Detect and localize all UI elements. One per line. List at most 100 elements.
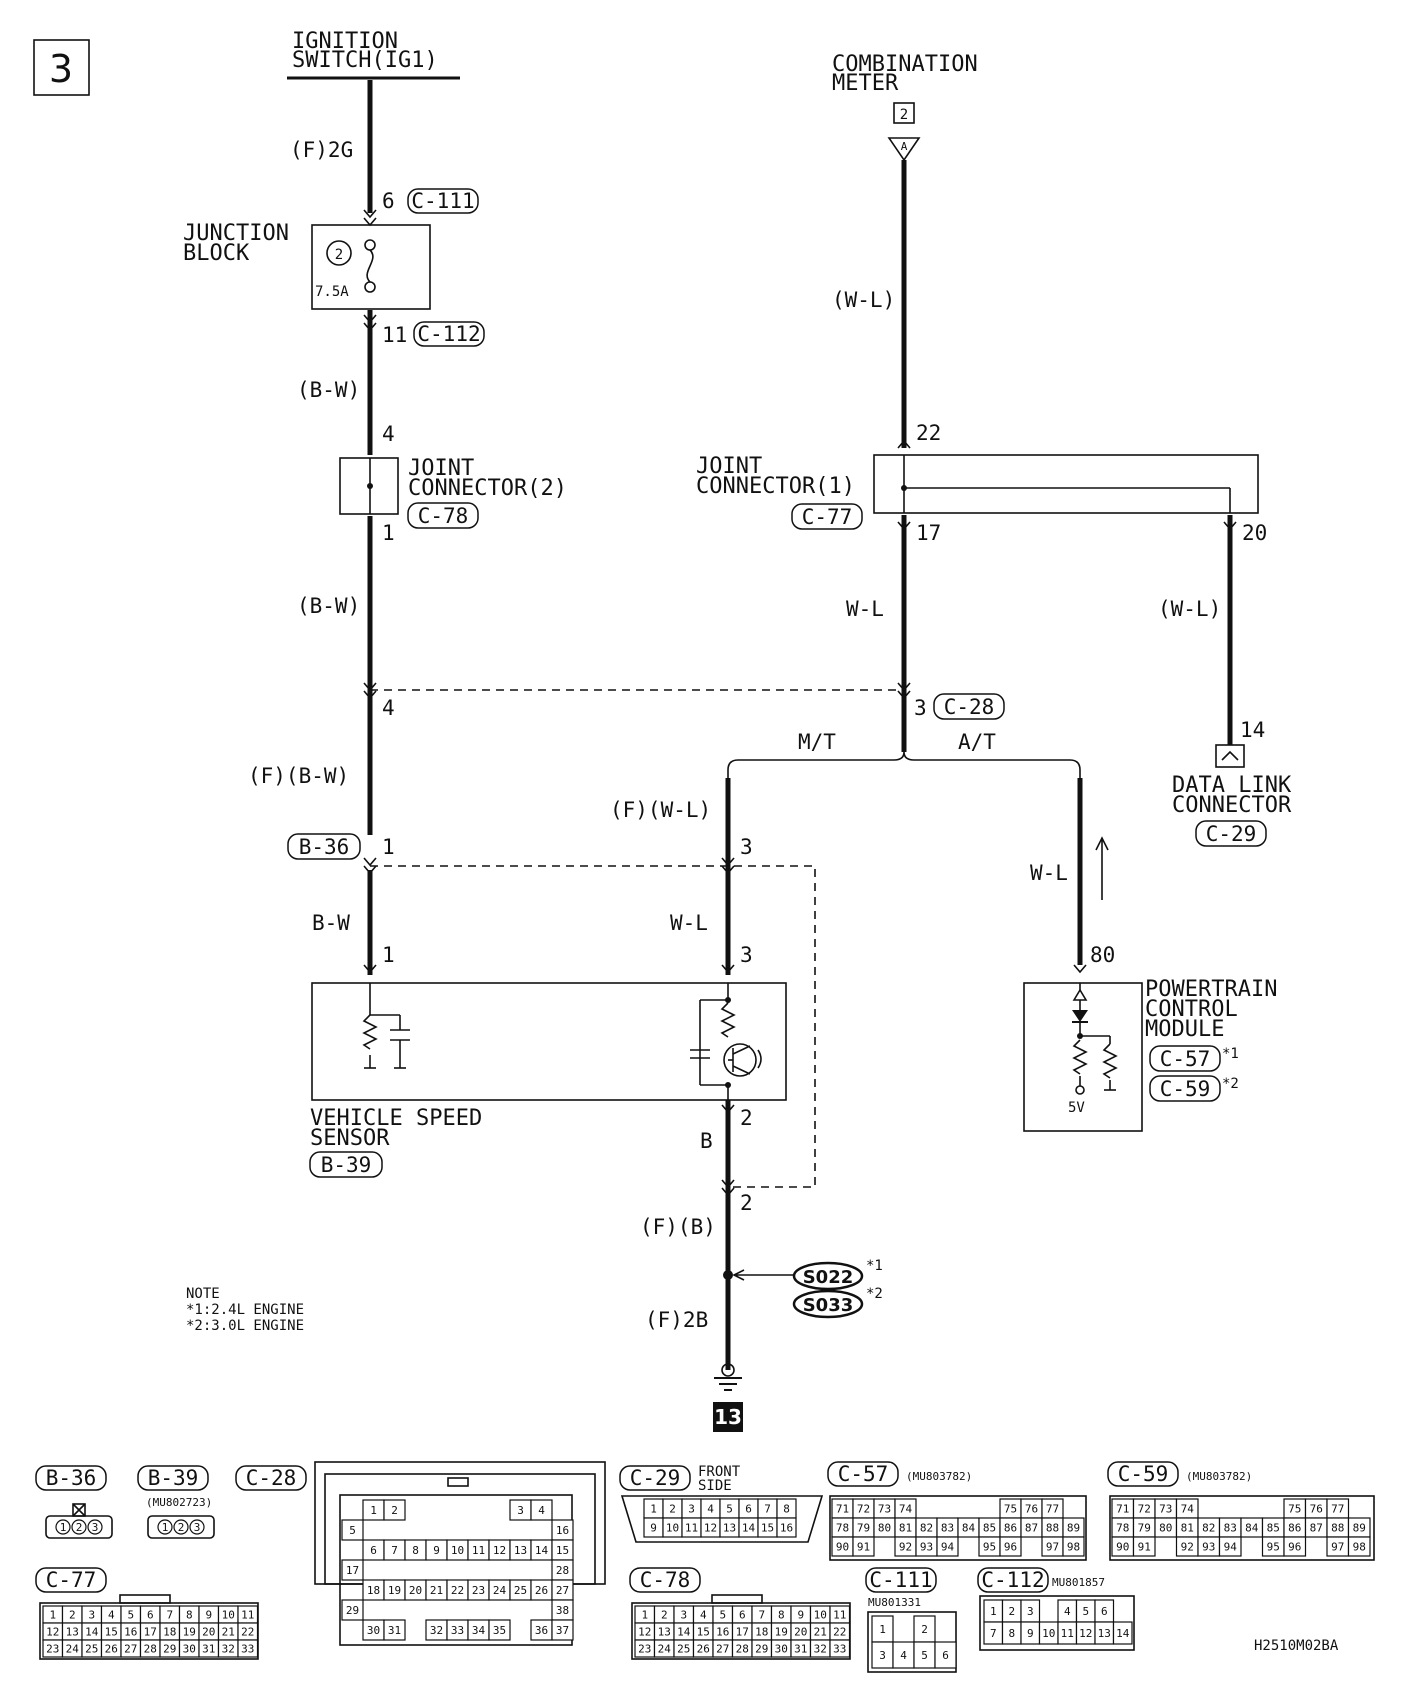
- connector-pin-number: 9: [1027, 1627, 1034, 1640]
- jc1-label-1: JOINT: [696, 454, 762, 479]
- pin-jc2-4: 4: [382, 422, 395, 446]
- connector-pin-number: 94: [941, 1541, 955, 1554]
- connector-pin-number: 7: [166, 1609, 173, 1622]
- connector-pin-number: 13: [658, 1626, 671, 1639]
- connector-pin-number: 30: [183, 1643, 196, 1656]
- connector-pin-number: 18: [163, 1626, 176, 1639]
- dlc-terminal-box: [1215, 744, 1245, 768]
- connector-pin-number: 75: [1288, 1503, 1301, 1516]
- connector-pin-number: 77: [1331, 1503, 1344, 1516]
- connector-pin-number: 15: [761, 1522, 774, 1535]
- connector-pin-number: 11: [241, 1609, 254, 1622]
- c29-tag-box: [1195, 820, 1267, 847]
- b36-connector-face: [45, 1503, 113, 1539]
- dlc-label-1: DATA LINK: [1172, 773, 1292, 798]
- connector-mark: [897, 521, 911, 531]
- connector-pin-number: 1: [650, 1503, 657, 1516]
- c78-tag-box: [407, 502, 479, 529]
- connector-pin-number: 10: [222, 1609, 235, 1622]
- connector-pin-number: 17: [144, 1626, 157, 1639]
- connector-pin-number: 74: [899, 1503, 913, 1516]
- connector-pin-number: 27: [556, 1584, 569, 1597]
- connector-pin-number: 2: [178, 1521, 185, 1534]
- connector-mark: [363, 314, 377, 332]
- connector-pin-number: 78: [1116, 1522, 1129, 1535]
- connector-pin-number: 96: [1004, 1541, 1017, 1554]
- connector-pin-cell: [173, 1519, 189, 1535]
- wire-label-wl-3: (W-L): [1158, 597, 1221, 621]
- connector-pin-number: 95: [1267, 1541, 1280, 1554]
- c59-connector-face: [1109, 1495, 1375, 1561]
- connector-pin-number: 2: [69, 1609, 76, 1622]
- c29-view-tag-box: [619, 1465, 691, 1491]
- connector-pin-number: 15: [556, 1544, 569, 1557]
- connector-pin-number: 10: [814, 1609, 827, 1622]
- connector-pin-number: 98: [1067, 1541, 1080, 1554]
- b39-part-number: (MU802723): [146, 1496, 212, 1509]
- ignition-switch-label-1: IGNITION: [292, 29, 398, 54]
- connector-pin-number: 9: [650, 1522, 657, 1535]
- c29-connector-face: [620, 1495, 824, 1543]
- pin-jc1-17: 17: [916, 521, 941, 545]
- connector-pin-number: 16: [716, 1626, 729, 1639]
- connector-pin-number: 18: [755, 1626, 768, 1639]
- c111-view-tag-box: [865, 1567, 937, 1593]
- c59-view-tag-box: [1107, 1461, 1179, 1487]
- b39-tag-box: [309, 1151, 383, 1178]
- connector-pin-number: 33: [451, 1624, 464, 1637]
- connector-pin-number: 23: [46, 1643, 59, 1656]
- connector-pin-number: 71: [836, 1503, 849, 1516]
- connector-pin-number: 32: [814, 1643, 827, 1656]
- c112-tag-box: [413, 321, 485, 347]
- note-line-1: *1:2.4L ENGINE: [186, 1302, 304, 1318]
- connector-pin-cell: [530, 1499, 553, 1521]
- connector-pin-number: 84: [1245, 1522, 1259, 1535]
- connector-pin-cell: [1218, 1536, 1242, 1557]
- connector-pin-number: 17: [736, 1626, 749, 1639]
- connector-pin-number: 11: [685, 1522, 698, 1535]
- connector-pin-number: 6: [942, 1649, 949, 1662]
- combination-meter-ref-box: [893, 102, 915, 124]
- vehicle-speed-sensor-box: [311, 982, 787, 1101]
- pin-vss-1: 1: [382, 943, 395, 967]
- connector-pin-number: 36: [535, 1624, 548, 1637]
- connector-pin-number: 81: [1181, 1522, 1194, 1535]
- connector-pin-number: 3: [688, 1503, 695, 1516]
- connector-pin-number: 20: [409, 1584, 422, 1597]
- connector-pin-number: 7: [758, 1609, 765, 1622]
- connector-pin-cell: [87, 1519, 103, 1535]
- connector-pin-number: 12: [493, 1544, 506, 1557]
- connector-pin-number: 92: [899, 1541, 912, 1554]
- connector-pin-number: 81: [899, 1522, 912, 1535]
- connector-pin-number: 87: [1025, 1522, 1038, 1535]
- c112-view-tag: C-112: [981, 1568, 1044, 1592]
- pcm-label-1: POWERTRAIN: [1145, 977, 1277, 1002]
- connector-mark: [721, 1179, 735, 1197]
- connector-pin-number: 4: [108, 1609, 115, 1622]
- page-number-box: [33, 39, 90, 96]
- connector-pin-number: 22: [833, 1626, 846, 1639]
- c57-tag: C-57: [1160, 1047, 1211, 1071]
- connector-pin-number: 2: [1008, 1605, 1015, 1618]
- connector-pin-number: 1: [162, 1521, 169, 1534]
- c57-view-tag: C-57: [838, 1462, 889, 1486]
- wire-label-fwl: (F)(W-L): [610, 798, 711, 822]
- pin-c112-11: 11: [382, 323, 407, 347]
- connector-pin-number: 20: [794, 1626, 807, 1639]
- b36-view-tag: B-36: [46, 1466, 97, 1490]
- connector-pin-number: 89: [1067, 1522, 1080, 1535]
- connector-pin-number: 74: [1181, 1503, 1195, 1516]
- ground-ref: 13: [714, 1405, 742, 1429]
- connector-pin-number: 21: [222, 1626, 235, 1639]
- connector-pin-number: 15: [105, 1626, 118, 1639]
- junction-block-box: [311, 224, 431, 310]
- c112-connector-face: [979, 1595, 1135, 1651]
- connector-pin-cell: [776, 1517, 797, 1538]
- connector-pin-cell: [852, 1536, 875, 1557]
- c77-tag: C-77: [802, 505, 853, 529]
- connector-pin-number: 16: [556, 1524, 569, 1537]
- b39-view-tag: B-39: [148, 1466, 199, 1490]
- jc2-label-2: CONNECTOR(2): [408, 476, 567, 501]
